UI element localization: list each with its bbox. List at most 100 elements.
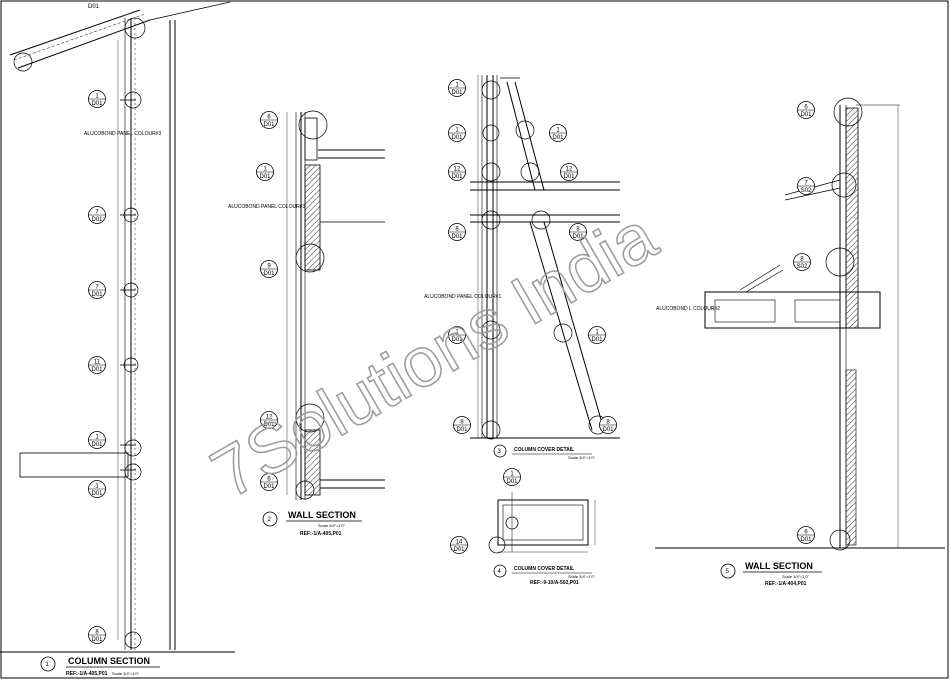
detail-bubble-sheet: D01 [91, 491, 103, 497]
detail-bubble-sheet: D01 [451, 234, 463, 240]
detail-bubble-sheet: D01 [263, 422, 275, 428]
detail-bubble-sheet: D01 [591, 337, 603, 343]
detail-bubble-number: 11 [94, 360, 101, 366]
detail-bubble-number: 12 [566, 167, 573, 173]
detail-bubble-number: 7 [95, 210, 99, 216]
detail-bubble-number: 6 [267, 477, 271, 483]
section-ref-5: REF:-1/A-404,P01 [765, 581, 807, 587]
section-number-3: 3 [498, 449, 502, 455]
detail-bubble-sheet: D01 [602, 427, 614, 433]
detail-bubble-sheet: D01 [552, 135, 564, 141]
title-block-3: 3 COLUMN COVER DETAIL Scale 3/4"=1'0" [493, 444, 596, 460]
detail-bubble-number: 1 [95, 435, 99, 441]
detail-bubble-number: 1 [455, 83, 459, 89]
note-alucobond-s1: ALUCOBOND PANEL COLOUR#3 [84, 131, 161, 137]
title-block-5: 5 WALL SECTION Scale 3/4"=1'0" REF:-1/A-… [720, 561, 822, 587]
title-block-1: 1 COLUMN SECTION REF:-1/A-405,P01 Scale … [40, 656, 160, 677]
detail-bubble-sheet: D01 [451, 337, 463, 343]
detail-bubble-number: 1 [455, 128, 459, 134]
detail-bubble-number: 8 [800, 257, 804, 263]
detail-bubble-sheet: D01 [91, 292, 103, 298]
note-alucobond-s3: ALUCOBOND PANEL COLOUR#1 [424, 294, 501, 300]
detail-bubble-number: 7 [95, 285, 99, 291]
detail-bubble-number: 1 [95, 484, 99, 490]
detail-bubble-sheet: D01 [259, 174, 271, 180]
column-section-1 [0, 1, 235, 653]
detail-bubble-sheet: D01 [563, 174, 575, 180]
detail-bubble-sheet: S02 [801, 188, 812, 194]
section-number-4: 4 [498, 569, 502, 575]
section-scale-3: Scale 3/4"=1'0" [568, 455, 596, 460]
column-cover-detail-3 [470, 75, 620, 440]
section-title-4: COLUMN COVER DETAIL [514, 566, 574, 572]
note-alucobond-s2: ALUCOBOND PANEL COLOUR#3 [228, 204, 305, 210]
detail-bubble-number: 12 [266, 415, 273, 421]
section-title-2: WALL SECTION [288, 510, 356, 520]
section-title-3: COLUMN COVER DETAIL [514, 447, 574, 453]
detail-bubble-number: 8 [460, 420, 464, 426]
detail-bubble-sheet: D01 [800, 112, 812, 118]
detail-bubble-sheet: D01 [91, 367, 103, 373]
section-ref-1: REF:-1/A-405,P01 [66, 671, 108, 677]
detail-bubble-sheet: D01 [506, 479, 518, 485]
section-scale-4: Scale 3/4"=1'0" [568, 574, 596, 579]
column-cover-detail-4 [488, 492, 596, 554]
detail-bubble-sheet: D01 [91, 101, 103, 107]
section-scale-5: Scale 3/4"=1'0" [782, 574, 810, 579]
wall-section-2 [286, 110, 385, 500]
top-bubble-label: D01 [88, 4, 100, 10]
section-number-1: 1 [46, 662, 50, 668]
detail-bubble-number: 7 [804, 181, 808, 187]
title-block-4: 4 COLUMN COVER DETAIL Scale 3/4"=1'0" RE… [493, 564, 596, 586]
watermark-text: 7Solutions India [199, 196, 669, 513]
detail-bubble-number: 1 [556, 128, 560, 134]
detail-bubble-number: 1 [595, 330, 599, 336]
detail-bubble-number: 6 [267, 115, 271, 121]
detail-bubble-sheet: D01 [451, 135, 463, 141]
title-block-2: 2 WALL SECTION Scale 3/4"=1'0" REF:-1/A-… [262, 510, 362, 537]
detail-bubble-sheet: D01 [453, 547, 465, 553]
section-ref-2: REF:-1/A-405,P01 [300, 531, 342, 537]
section-scale-1: Scale 3/4"=1'0" [112, 671, 140, 676]
detail-bubble-number: 6 [804, 530, 808, 536]
detail-bubble-number: 1 [263, 167, 267, 173]
detail-bubble-number: 14 [456, 540, 463, 546]
detail-bubble-number: 6 [804, 105, 808, 111]
section-title-5: WALL SECTION [745, 561, 813, 571]
section-scale-2: Scale 3/4"=1'0" [318, 523, 346, 528]
detail-bubble-number: 8 [455, 227, 459, 233]
detail-bubble-sheet: S02 [797, 264, 808, 270]
detail-bubble-sheet: D01 [451, 174, 463, 180]
detail-bubble-number: 1 [95, 94, 99, 100]
section-number-2: 2 [268, 517, 272, 523]
section-title-1: COLUMN SECTION [68, 656, 150, 666]
detail-bubble-sheet: D01 [263, 484, 275, 490]
detail-bubble-sheet: D01 [263, 122, 275, 128]
detail-bubble-number: 12 [454, 167, 461, 173]
